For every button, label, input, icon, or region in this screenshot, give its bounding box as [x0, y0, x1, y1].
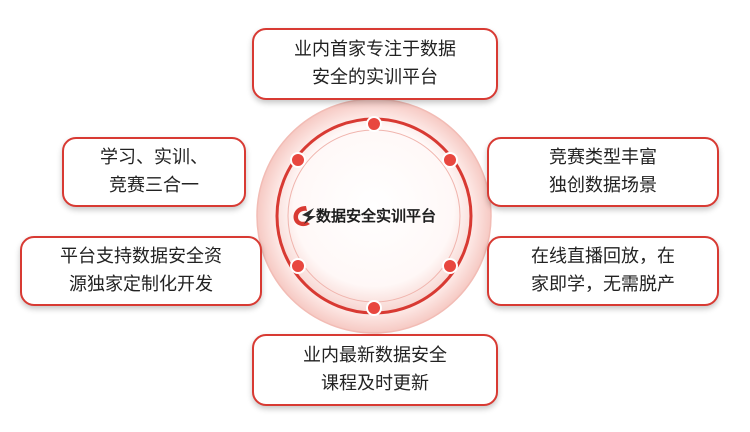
feature-box-top-right: 竞赛类型丰富 独创数据场景 [487, 137, 719, 207]
node-top [366, 116, 382, 132]
feature-text: 平台支持数据安全资 源独家定制化开发 [60, 246, 222, 295]
feature-text: 业内首家专注于数据 安全的实训平台 [294, 39, 456, 88]
feature-box-bottom: 业内最新数据安全 课程及时更新 [252, 334, 498, 406]
node-mid-right [442, 258, 458, 274]
ring-nodes [290, 116, 458, 316]
feature-text: 学习、实训、 竞赛三合一 [100, 147, 208, 196]
feature-text: 竞赛类型丰富 独创数据场景 [549, 147, 657, 196]
node-top-right [442, 152, 458, 168]
feature-box-top-left: 学习、实训、 竞赛三合一 [62, 137, 246, 207]
node-bottom [366, 300, 382, 316]
center-title: 数据安全实训平台 [316, 207, 437, 225]
node-mid-left [290, 258, 306, 274]
logo-icon [293, 206, 316, 227]
feature-text: 业内最新数据安全 课程及时更新 [303, 345, 447, 394]
feature-text: 在线直播回放，在 家即学，无需脱产 [531, 246, 675, 295]
feature-box-mid-left: 平台支持数据安全资 源独家定制化开发 [20, 236, 262, 306]
node-top-left [290, 152, 306, 168]
feature-box-mid-right: 在线直播回放，在 家即学，无需脱产 [487, 236, 719, 306]
feature-box-top: 业内首家专注于数据 安全的实训平台 [252, 28, 498, 100]
